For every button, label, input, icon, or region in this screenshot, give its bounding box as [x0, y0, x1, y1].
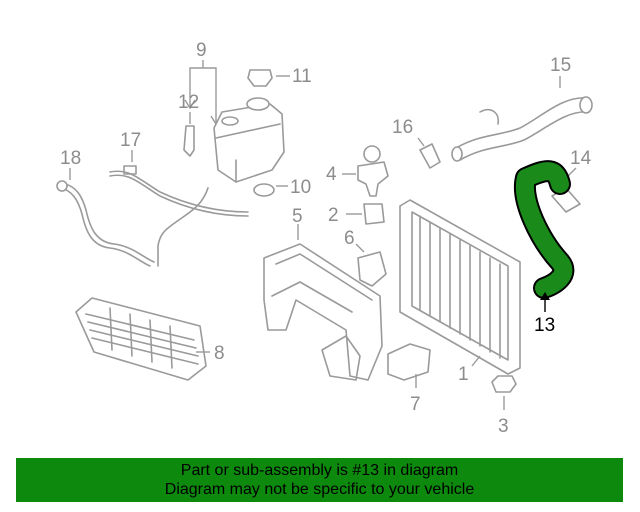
- callout-4: 4: [326, 164, 337, 185]
- callout-15: 15: [550, 55, 571, 76]
- callout-13: 13: [534, 315, 555, 336]
- callout-1: 1: [458, 364, 469, 385]
- coolant-reservoir: [213, 97, 285, 183]
- part-2-mount: [346, 203, 385, 225]
- part-15-upper-hose: [451, 76, 593, 162]
- part-10-cap: [253, 183, 288, 197]
- callout-10: 10: [290, 177, 311, 198]
- part-12-sensor: [183, 112, 195, 157]
- callout-18: 18: [60, 148, 81, 169]
- part-4-thermostat: [342, 145, 389, 197]
- callout-16: 16: [392, 117, 413, 138]
- callout-9: 9: [196, 40, 207, 61]
- part-18-hose: [56, 168, 155, 267]
- callout-5: 5: [292, 206, 303, 227]
- part-16-clip: [417, 137, 441, 169]
- part-13-lower-hose-highlighted: [513, 160, 575, 312]
- banner-line-1: Part or sub-assembly is #13 in diagram: [180, 462, 459, 479]
- callout-7: 7: [410, 394, 421, 415]
- part-11-cap: [247, 69, 290, 87]
- part-17-hose: [109, 150, 249, 267]
- part-3-plug: [491, 375, 517, 410]
- callout-12: 12: [178, 92, 199, 113]
- callout-3: 3: [498, 416, 509, 437]
- callout-14: 14: [570, 148, 592, 169]
- part-5-support: [263, 224, 383, 381]
- part-6-bracket: [355, 243, 387, 287]
- part-8-grille: [75, 297, 210, 381]
- part-1-radiator: [399, 199, 521, 375]
- banner-line-2: Diagram may not be specific to your vehi…: [164, 481, 475, 498]
- callout-11: 11: [292, 66, 312, 87]
- callout-8: 8: [214, 343, 225, 364]
- callout-6: 6: [344, 228, 355, 249]
- callout-2: 2: [328, 205, 339, 226]
- part-info-banner: Part or sub-assembly is #13 in diagram D…: [16, 458, 623, 502]
- callout-17: 17: [120, 130, 141, 151]
- part-7-bracket: [387, 343, 431, 388]
